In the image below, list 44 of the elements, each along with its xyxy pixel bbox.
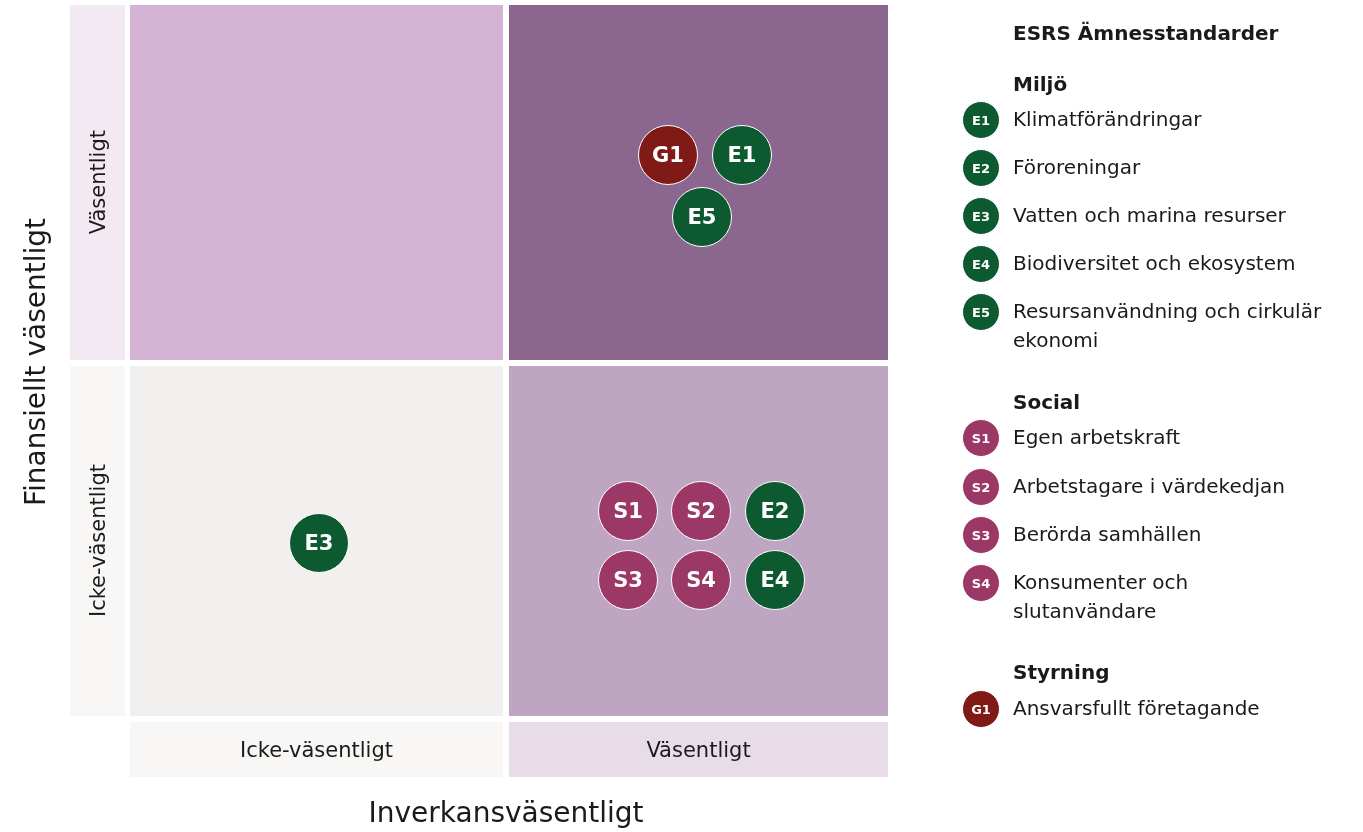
topic-badge: E2 [962, 149, 1000, 187]
legend-text: Biodiversitet och ekosystem [1013, 250, 1297, 277]
topic-badge: E5 [962, 293, 1000, 331]
topic-marker: E5 [672, 187, 732, 247]
topic-marker: E2 [745, 481, 805, 541]
topic-badge: E3 [962, 197, 1000, 235]
legend-heading: Miljö [1013, 72, 1068, 96]
topic-badge: S4 [962, 564, 1000, 602]
axis-title: Finansiellt väsentligt [18, 217, 52, 507]
topic-badge: S2 [962, 468, 1000, 506]
axis-band: Väsentligt [70, 5, 125, 360]
topic-marker: E3 [289, 513, 349, 573]
topic-badge: E4 [962, 245, 1000, 283]
legend-text: Föroreningar [1013, 154, 1142, 181]
axis-band: Icke-väsentligt [130, 722, 503, 777]
quadrant-panel [130, 5, 503, 360]
quadrant-panel [130, 366, 503, 716]
legend-text: Klimatförändringar [1013, 106, 1203, 133]
topic-marker: G1 [638, 125, 698, 185]
topic-badge: S3 [962, 516, 1000, 554]
topic-badge: S1 [962, 419, 1000, 457]
topic-marker: S1 [598, 481, 658, 541]
legend-text: Ansvarsfullt företagande [1013, 695, 1261, 722]
legend-heading: Social [1013, 390, 1081, 414]
legend-heading: Styrning [1013, 660, 1110, 684]
quadrant-panel [509, 366, 888, 716]
axis-band: Icke-väsentligt [70, 366, 125, 716]
legend-text: Arbetstagare i värdekedjan [1013, 473, 1286, 500]
topic-marker: E1 [712, 125, 772, 185]
legend-text: Resursanvändning och cirkulär ekonomi [1013, 298, 1323, 354]
axis-band: Väsentligt [509, 722, 888, 777]
legend-text: Vatten och marina resurser [1013, 202, 1287, 229]
axis-title: Inverkansväsentligt [368, 795, 644, 829]
legend-text: Egen arbetskraft [1013, 424, 1181, 451]
topic-badge: G1 [962, 690, 1000, 728]
quadrant-panel [509, 5, 888, 360]
topic-marker: S3 [598, 550, 658, 610]
topic-marker: E4 [745, 550, 805, 610]
legend-text: Konsumenter och slutanvändare [1013, 569, 1190, 625]
topic-marker: S4 [671, 550, 731, 610]
legend-title: ESRS Ämnesstandarder [1013, 21, 1279, 45]
topic-marker: S2 [671, 481, 731, 541]
legend-text: Berörda samhällen [1013, 521, 1203, 548]
topic-badge: E1 [962, 101, 1000, 139]
